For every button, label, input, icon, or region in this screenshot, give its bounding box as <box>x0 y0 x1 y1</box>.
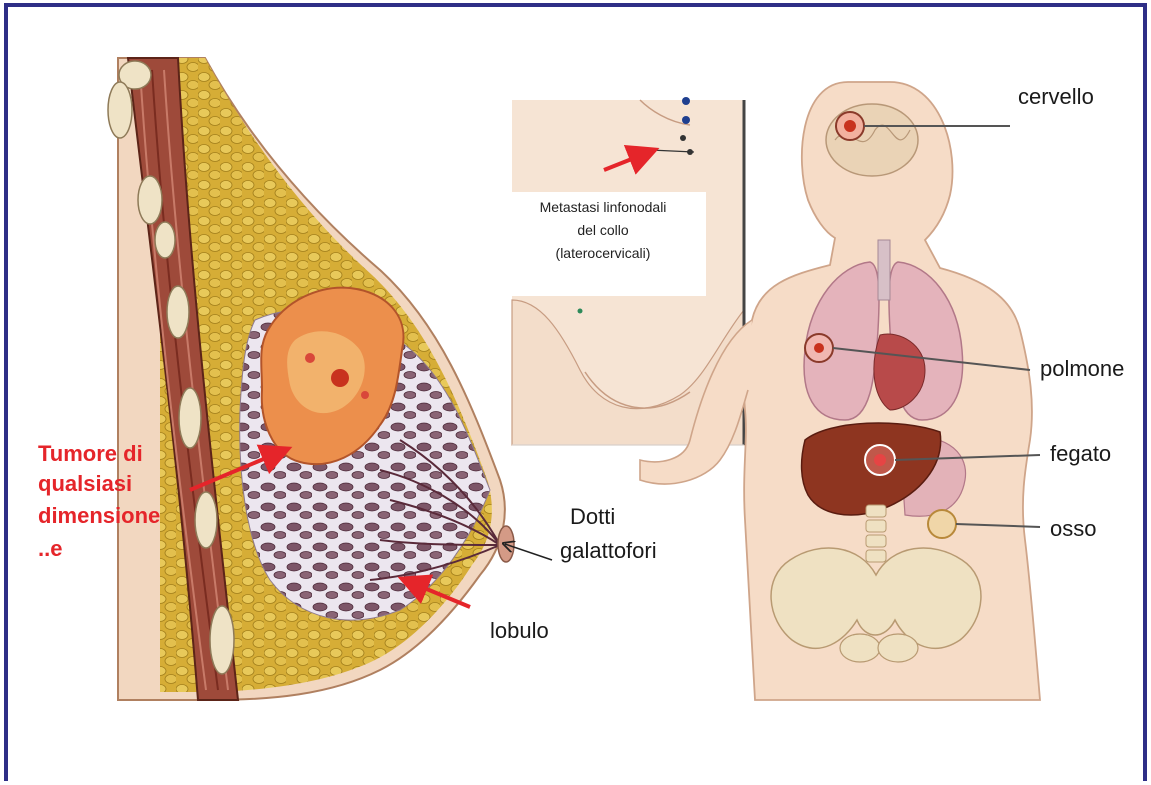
lung-label: polmone <box>1040 355 1124 383</box>
tumor-label-line-3: dimensione <box>38 502 160 530</box>
brain-label: cervello <box>1018 83 1094 111</box>
lymph-caption-line-3: (laterocervicali) <box>500 242 706 265</box>
tumor-label-line-1: Tumore di <box>38 440 143 468</box>
breast-cross-section <box>108 58 514 700</box>
tumor-label-line-4: ..e <box>38 535 62 563</box>
lymph-caption-line-2: del collo <box>500 219 706 242</box>
liver-label: fegato <box>1050 440 1111 468</box>
ducts-label-line-1: Dotti <box>570 503 615 531</box>
lobule-label: lobulo <box>490 617 549 645</box>
tumor-label-line-2: qualsiasi <box>38 470 132 498</box>
ducts-label-line-2: galattofori <box>560 537 657 565</box>
lymph-caption-line-1: Metastasi linfonodali <box>500 196 706 219</box>
bone-label: osso <box>1050 515 1096 543</box>
lymph-node-caption: Metastasi linfonodali del collo (lateroc… <box>500 192 706 296</box>
